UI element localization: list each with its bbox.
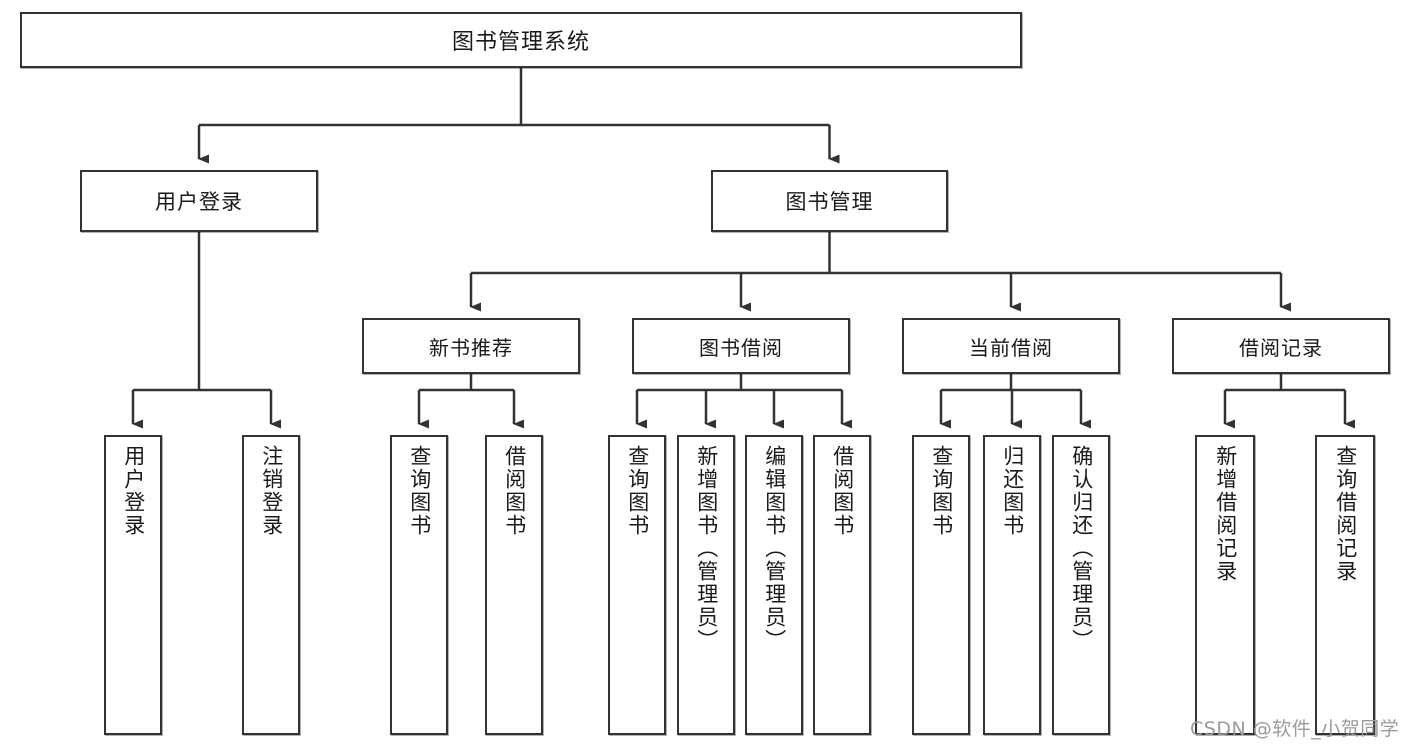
- node-current-borrow[interactable]: 当前借阅: [902, 318, 1120, 374]
- node-label: 查询图书: [407, 445, 432, 537]
- node-label: 用户登录: [121, 445, 146, 537]
- node-new-book-recommend[interactable]: 新书推荐: [362, 318, 580, 374]
- node-label: 确认归还（管理员）: [1069, 445, 1094, 652]
- node-borrow-records[interactable]: 借阅记录: [1172, 318, 1390, 374]
- node-leaf-confirm-return[interactable]: 确认归还（管理员）: [1052, 435, 1110, 735]
- node-leaf-query-book-recommend[interactable]: 查询图书: [390, 435, 448, 735]
- node-label: 用户登录: [155, 190, 243, 214]
- node-leaf-add-book[interactable]: 新增图书（管理员）: [677, 435, 735, 735]
- node-label: 图书管理系统: [451, 30, 590, 55]
- node-label: 新增图书（管理员）: [694, 445, 719, 652]
- node-label: 查询图书: [929, 445, 954, 537]
- node-label: 归还图书: [1000, 445, 1025, 537]
- node-leaf-user-login[interactable]: 用户登录: [104, 435, 162, 735]
- node-label: 借阅图书: [502, 445, 527, 537]
- node-book-borrow[interactable]: 图书借阅: [632, 318, 850, 374]
- node-root-system[interactable]: 图书管理系统: [20, 12, 1022, 68]
- node-label: 新书推荐: [429, 335, 513, 360]
- node-leaf-query-borrow-record[interactable]: 查询借阅记录: [1315, 435, 1375, 735]
- node-label: 查询借阅记录: [1333, 445, 1358, 583]
- node-leaf-query-book-borrow[interactable]: 查询图书: [608, 435, 666, 735]
- node-leaf-return-book[interactable]: 归还图书: [983, 435, 1041, 735]
- node-label: 当前借阅: [969, 335, 1053, 360]
- node-leaf-user-logout[interactable]: 注销登录: [242, 435, 300, 735]
- node-label: 编辑图书（管理员）: [762, 445, 787, 652]
- node-label: 新增借阅记录: [1213, 445, 1238, 583]
- node-user-login[interactable]: 用户登录: [80, 170, 318, 232]
- node-label: 图书借阅: [699, 335, 783, 360]
- node-leaf-borrow-book[interactable]: 借阅图书: [813, 435, 871, 735]
- node-label: 借阅记录: [1239, 335, 1323, 360]
- node-label: 图书管理: [785, 190, 874, 214]
- node-label: 借阅图书: [830, 445, 855, 537]
- node-leaf-borrow-book-recommend[interactable]: 借阅图书: [485, 435, 543, 735]
- node-leaf-query-book-current[interactable]: 查询图书: [912, 435, 970, 735]
- csdn-watermark: CSDN @软件_小贺同学: [1190, 718, 1400, 740]
- node-leaf-edit-book[interactable]: 编辑图书（管理员）: [745, 435, 803, 735]
- node-book-management[interactable]: 图书管理: [711, 170, 948, 232]
- node-label: 查询图书: [625, 445, 650, 537]
- node-leaf-add-borrow-record[interactable]: 新增借阅记录: [1195, 435, 1255, 735]
- node-label: 注销登录: [259, 445, 284, 537]
